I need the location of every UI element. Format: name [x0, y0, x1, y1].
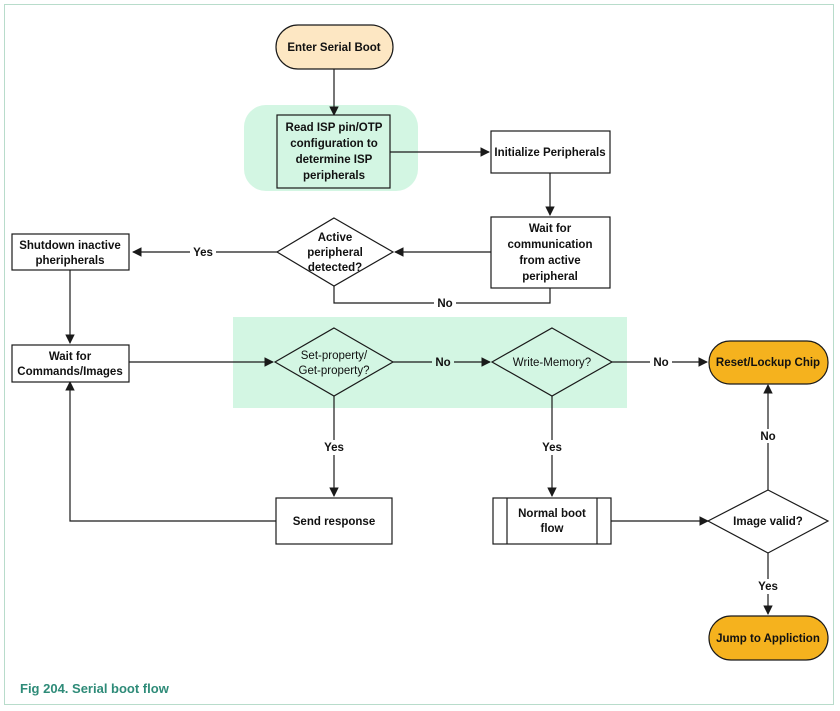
- edge-label-no-setget: No: [435, 357, 450, 369]
- node-label-line-2: configuration to: [290, 138, 378, 150]
- node-label: Write-Memory?: [513, 357, 591, 369]
- edge-label-no-write: No: [653, 357, 668, 369]
- edge-labels: Yes No No No Yes Yes No Yes: [190, 244, 781, 594]
- node-jump-to-application: Jump to Appliction: [708, 615, 829, 661]
- edge-label-no-image: No: [760, 431, 775, 443]
- node-label: Send response: [293, 516, 375, 528]
- node-send-response: Send response: [275, 497, 393, 545]
- node-shutdown-inactive: Shutdown inactive pheripherals: [11, 233, 130, 271]
- node-label: Reset/Lockup Chip: [716, 357, 820, 369]
- node-image-valid: Image valid?: [706, 489, 830, 554]
- node-set-get-property: Set-property/ Get-property?: [273, 327, 395, 397]
- node-label: Jump to Appliction: [716, 633, 820, 645]
- node-label: Initialize Peripherals: [494, 147, 605, 159]
- node-normal-boot-flow: Normal boot flow: [492, 497, 612, 545]
- node-label-line-2: Commands/Images: [17, 366, 122, 378]
- node-label-line-3: detected?: [308, 262, 362, 274]
- node-label-line-3: determine ISP: [296, 154, 373, 166]
- node-label-line-1: Wait for: [529, 223, 572, 235]
- node-read-isp: Read ISP pin/OTP configuration to determ…: [276, 114, 391, 189]
- edge-label-no-loop: No: [437, 298, 452, 310]
- node-wait-communication: Wait for communication from active perip…: [490, 216, 611, 289]
- node-label-line-4: peripheral: [522, 271, 578, 283]
- node-label-line-3: from active: [519, 255, 580, 267]
- node-active-peripheral-detected: Active peripheral detected?: [275, 217, 395, 287]
- node-label-line-2: flow: [541, 523, 564, 535]
- node-write-memory: Write-Memory?: [490, 327, 614, 397]
- node-label: Enter Serial Boot: [287, 42, 380, 54]
- edge-label-yes-shutdown: Yes: [193, 247, 213, 259]
- node-label-line-1: Set-property/: [301, 350, 368, 362]
- node-enter-serial-boot: Enter Serial Boot: [275, 24, 394, 70]
- node-label: Image valid?: [733, 516, 803, 528]
- edge-label-yes-image: Yes: [758, 581, 778, 593]
- edge-label-yes-write: Yes: [542, 442, 562, 454]
- node-label-line-2: peripheral: [307, 247, 363, 259]
- node-label-line-2: communication: [508, 239, 593, 251]
- figure-caption: Fig 204. Serial boot flow: [20, 681, 169, 696]
- node-label-line-1: Read ISP pin/OTP: [286, 122, 383, 134]
- node-label-line-2: pheripherals: [35, 255, 104, 267]
- node-label-line-2: Get-property?: [299, 365, 370, 377]
- node-label-line-1: Normal boot: [518, 508, 586, 520]
- edge-label-yes-setget: Yes: [324, 442, 344, 454]
- node-label-line-1: Shutdown inactive: [19, 240, 121, 252]
- node-label-line-1: Active: [318, 232, 353, 244]
- node-label-line-1: Wait for: [49, 351, 92, 363]
- node-wait-commands: Wait for Commands/Images: [11, 344, 130, 383]
- node-label-line-4: peripherals: [303, 170, 365, 182]
- node-initialize-peripherals: Initialize Peripherals: [490, 130, 611, 174]
- node-reset-lockup-chip: Reset/Lockup Chip: [708, 340, 829, 385]
